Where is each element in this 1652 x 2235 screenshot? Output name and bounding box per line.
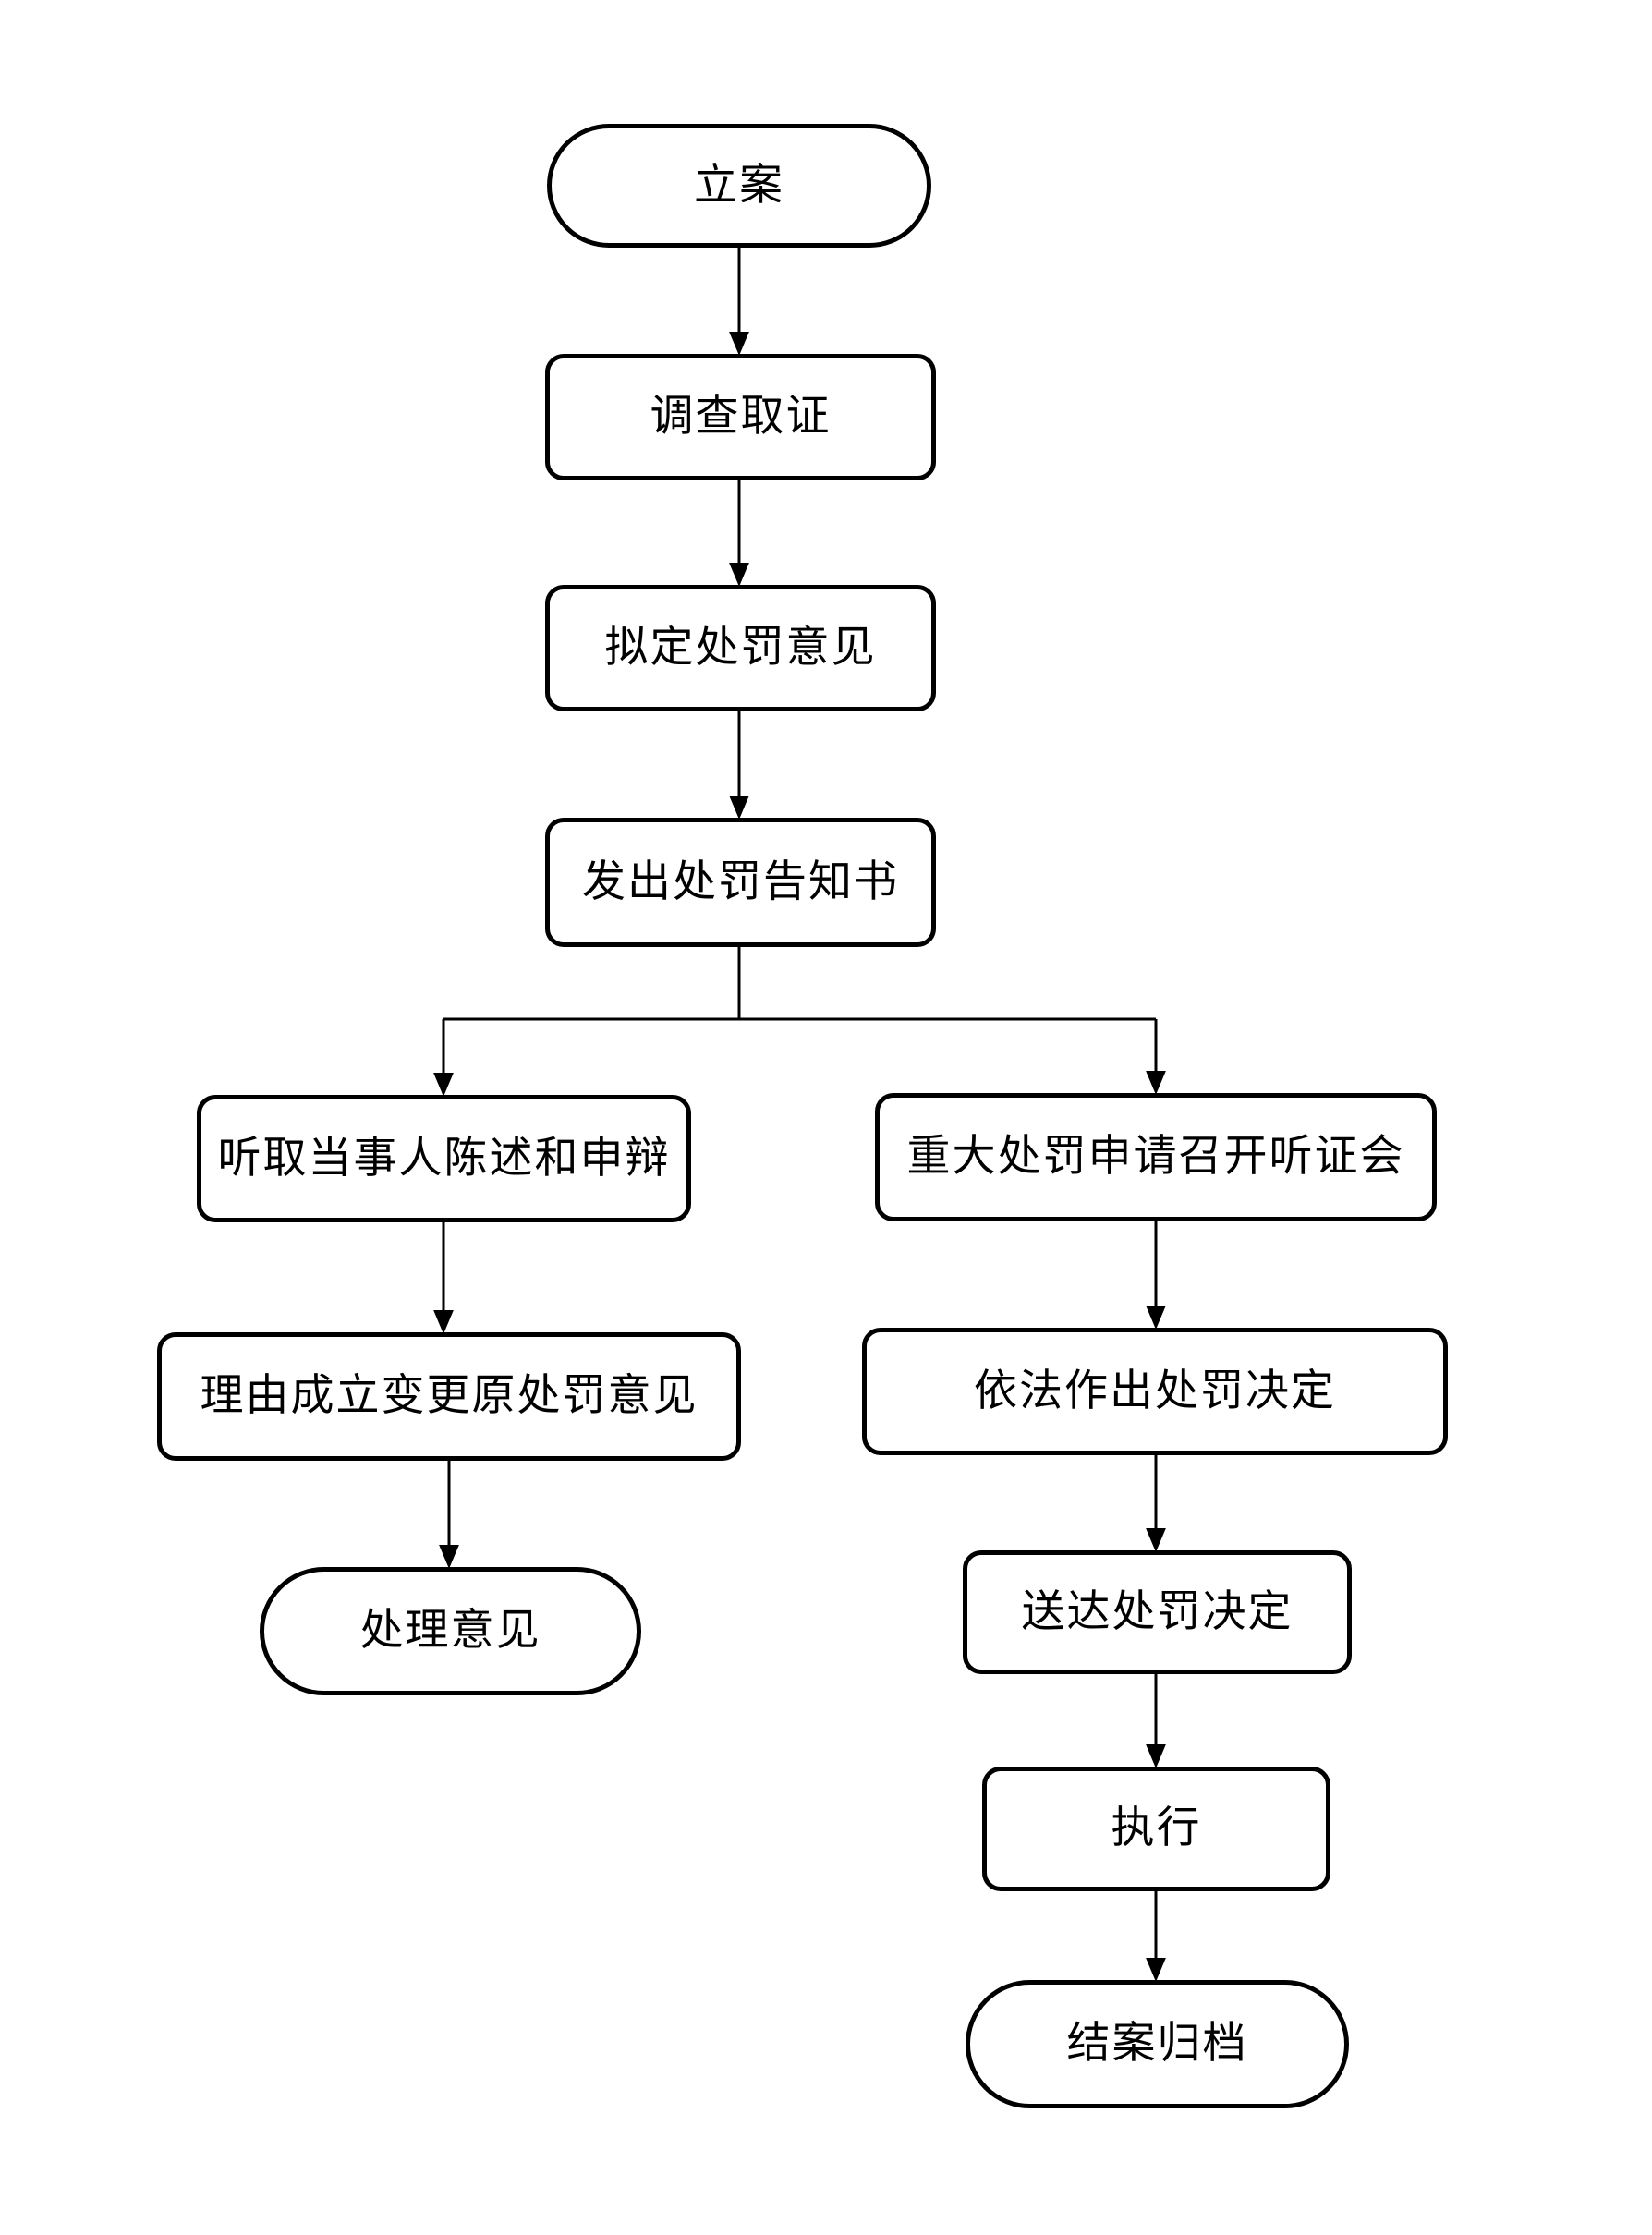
node-execute-label: 执行 [1111, 1804, 1202, 1853]
node-draft-penalty-opinion: 拟定处罚意见 [545, 585, 936, 711]
node-case-filing-label: 立案 [694, 161, 784, 210]
node-issue-penalty-notice: 发出处罚告知书 [545, 818, 936, 947]
node-investigation-label: 调查取证 [650, 393, 832, 442]
node-handling-opinion: 处理意见 [260, 1567, 641, 1695]
node-execute: 执行 [982, 1767, 1330, 1891]
node-close-case-archive-label: 结案归档 [1066, 2020, 1248, 2069]
node-hear-statement-defense-label: 听取当事人陈述和申辩 [217, 1134, 671, 1183]
node-handling-opinion-label: 处理意见 [359, 1607, 541, 1656]
node-case-filing: 立案 [547, 124, 931, 248]
node-investigation: 调查取证 [545, 354, 936, 480]
node-change-original-opinion-label: 理由成立变更原处罚意见 [200, 1372, 698, 1421]
edge-issue-notice-branch [443, 947, 1156, 1021]
node-major-penalty-hearing-label: 重大处罚申请召开听证会 [906, 1133, 1405, 1182]
node-make-penalty-decision: 依法作出处罚决定 [862, 1328, 1448, 1455]
node-major-penalty-hearing: 重大处罚申请召开听证会 [875, 1093, 1437, 1221]
node-issue-penalty-notice-label: 发出处罚告知书 [582, 857, 899, 906]
node-draft-penalty-opinion-label: 拟定处罚意见 [604, 624, 877, 673]
node-deliver-penalty-decision: 送达处罚决定 [963, 1550, 1352, 1674]
node-hear-statement-defense: 听取当事人陈述和申辩 [197, 1095, 691, 1222]
node-change-original-opinion: 理由成立变更原处罚意见 [157, 1332, 741, 1461]
node-close-case-archive: 结案归档 [966, 1980, 1349, 2108]
node-make-penalty-decision-label: 依法作出处罚决定 [974, 1367, 1336, 1415]
node-deliver-penalty-decision-label: 送达处罚决定 [1021, 1587, 1294, 1636]
